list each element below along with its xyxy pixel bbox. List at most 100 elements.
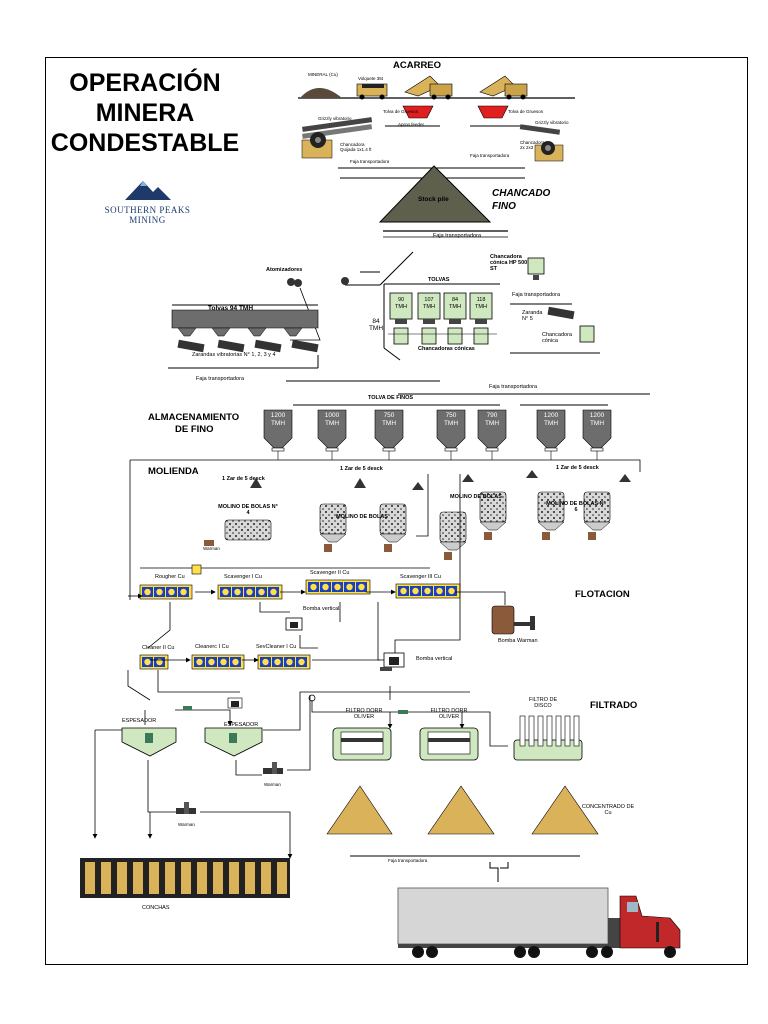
zaranda-5 — [547, 306, 575, 320]
silo-value: 790 — [486, 412, 498, 419]
warman-pump-small — [227, 697, 243, 709]
label-warman-1: Warman — [203, 546, 220, 551]
label-scavenger-2: Scavenger II Cu — [310, 570, 350, 576]
label-bomba-warman: Bomba Warman — [498, 638, 538, 644]
concentrado-pile-2 — [427, 785, 495, 835]
espesador-2 — [204, 727, 263, 757]
silo-value: 1200 — [589, 412, 605, 419]
label-molino-a: MOLINO DE BOLAS — [336, 514, 388, 520]
label-scavenger-3: Scavenger III Cu — [400, 574, 441, 580]
silos-group — [263, 409, 612, 460]
tolva-small-unit: TMH — [423, 304, 435, 310]
section-molienda: MOLIENDA — [148, 466, 199, 477]
label-chancadora-conica: Chancadora cónica — [542, 332, 572, 344]
label-scavenger-1: Scavenger I Cu — [224, 574, 262, 580]
truck — [397, 887, 681, 958]
label-bomba-vertical-2: Bomba vertical — [416, 656, 453, 662]
silo-unit: TMH — [543, 420, 559, 427]
silo-unit: TMH — [324, 420, 340, 427]
silo-unit: TMH — [589, 420, 605, 427]
label-faja-5: Faja transportadora — [196, 376, 244, 382]
label-atomizadores: Atomizadores — [266, 267, 303, 273]
tolva-small-unit: TMH — [449, 304, 461, 310]
label-chancadoras-conicas: Chancadoras cónicas — [418, 346, 475, 352]
label-espesador-2: ESPESADOR — [224, 722, 259, 728]
atomizador-1 — [287, 278, 295, 286]
tolva-small-value: 107 — [424, 297, 434, 303]
rougher-cell — [139, 584, 193, 600]
scavenger-2-cell — [305, 579, 371, 595]
silo-value: 1000 — [324, 412, 340, 419]
chancadora-conica-4 — [473, 327, 489, 345]
label-tolvas: TOLVAS — [428, 277, 450, 283]
diagram-frame — [45, 57, 748, 965]
label-faja-6: Faja transportadora — [489, 384, 537, 390]
label-filtro-dorr-2: FILTRO DORR OLIVER — [430, 708, 468, 720]
molino-vertical-3 — [439, 511, 467, 543]
label-tolvas-94: Tolvas 94 TMH — [208, 305, 254, 312]
concentrado-pile-1 — [326, 785, 393, 835]
label-faja-3: Faja transportadora — [433, 233, 481, 239]
filtro-dorr-2 — [419, 727, 479, 761]
filtro-dorr-1 — [332, 727, 392, 761]
label-faja-4: Faja transportadora — [512, 292, 560, 298]
section-flotacion: FLOTACION — [575, 589, 630, 600]
label-stock-pile: Stock pile — [418, 196, 449, 203]
label-sevcleaner: SevCleaner I Cu — [256, 644, 297, 650]
page-title: OPERACIÓN MINERA CONDESTABLE — [30, 68, 260, 158]
zarandas-vibratorias — [177, 339, 319, 353]
chancadora-conica-single — [579, 325, 595, 343]
label-grizzly-left: Grizzly vibratorio — [318, 116, 352, 121]
tolva-small-unit: TMH — [475, 304, 487, 310]
chancadora-conica-1 — [393, 327, 409, 345]
stock-pile — [378, 165, 492, 223]
section-filtrado: FILTRADO — [590, 700, 638, 711]
flotation-cells — [139, 579, 461, 670]
tolva-small-value: 84 — [451, 297, 459, 303]
label-chancadora-hp: Chancadora cónica HP 500 ST — [490, 254, 528, 272]
label-molino-b: MOLINO DE BOLAS — [450, 494, 502, 500]
concentrado-pile-3 — [531, 785, 599, 835]
mountain-logo-icon — [124, 181, 171, 200]
bomba-vertical-1 — [285, 617, 303, 631]
label-zaranda-5: Zaranda N° 5 — [522, 310, 543, 322]
label-warman-2: Warman — [264, 782, 281, 787]
label-zar-3: 1 Zar de 5 desck — [556, 465, 599, 471]
dump-truck-3 — [479, 75, 528, 100]
label-rougher: Rougher Cu — [155, 574, 185, 580]
atomizador-3 — [341, 277, 349, 285]
bomba-warman — [491, 605, 535, 635]
label-grizzly-right: Grizzly vibratorio — [535, 120, 569, 125]
silo-value: 750 — [383, 412, 395, 419]
title-line-3: CONDESTABLE — [50, 129, 240, 157]
label-filtro-dorr-1: FILTRO DORR OLIVER — [345, 708, 383, 720]
label-faja-final: Faja transportadora — [388, 858, 428, 863]
silo-value: 750 — [445, 412, 457, 419]
silo-unit: TMH — [443, 420, 459, 427]
label-tolva-right: Tolva de Gruesos — [508, 109, 544, 114]
section-chancado-line1: CHANCADO — [492, 188, 551, 199]
molino-4 — [224, 519, 272, 541]
logo-text-line-2: MINING — [129, 215, 166, 225]
conchas-cells — [80, 858, 290, 898]
tolva-small-unit: TMH — [395, 304, 407, 310]
sevcleaner-cell — [257, 654, 311, 670]
warman-pump-3 — [176, 802, 196, 814]
label-cleaner-2: Cleaner II Cu — [142, 645, 175, 651]
label-mineral: MINERAL (Cu) — [308, 72, 338, 77]
chancadora-conica-3 — [447, 327, 463, 345]
warman-pump-2 — [263, 762, 283, 774]
label-zar-2: 1 Zar de 5 desck — [340, 466, 383, 472]
label-faja-1: Faja transportadora — [350, 159, 390, 164]
chancadora-hp500 — [527, 257, 545, 275]
label-apron: Apron feeder — [398, 122, 425, 127]
